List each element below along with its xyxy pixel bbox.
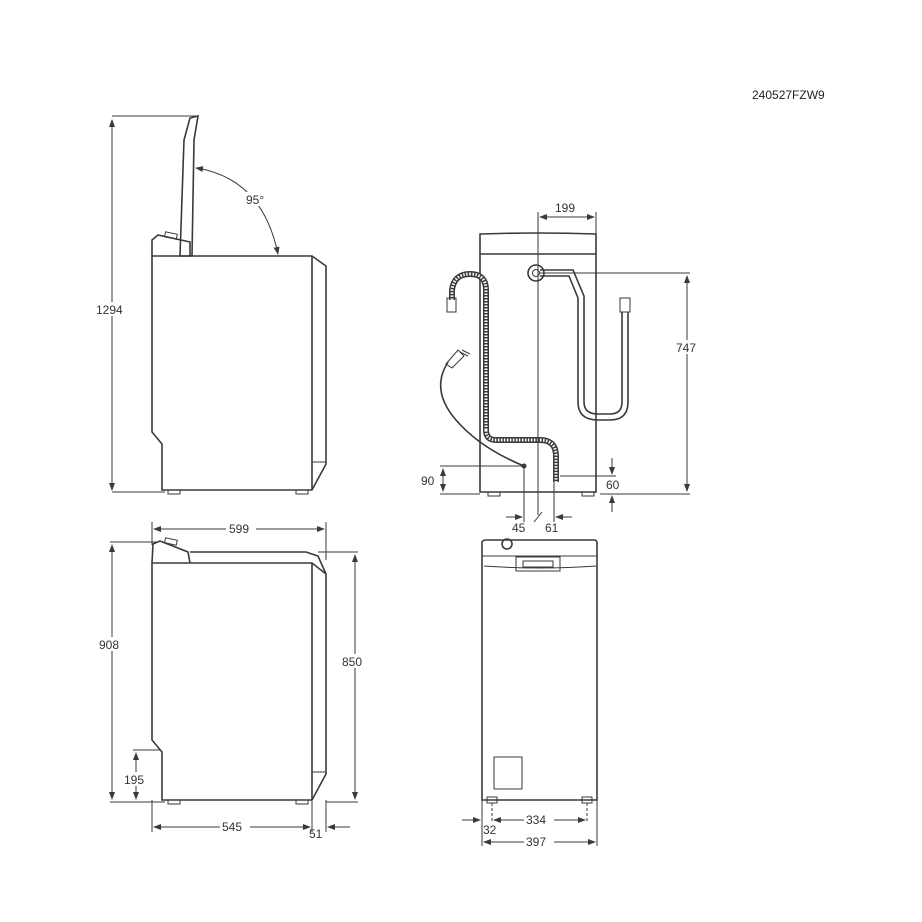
side-view-lid-open: 1294 95° (96, 114, 327, 495)
dim-drain-height: 60 (606, 478, 620, 492)
dim-drain-offset: 61 (545, 521, 559, 535)
dim-inlet-height: 747 (676, 341, 696, 355)
dim-foot-spacing: 334 (526, 813, 546, 827)
dim-cord-offset: 45 (512, 521, 526, 535)
dim-plinth-height: 195 (124, 773, 144, 787)
dim-inlet-offset: 199 (555, 201, 575, 215)
dim-width: 397 (526, 835, 546, 849)
dim-depth-total: 599 (229, 522, 249, 536)
dim-height-lid-open: 1294 (96, 303, 123, 317)
dim-foot-inset: 32 (483, 823, 497, 837)
dim-cord-height: 90 (421, 474, 435, 488)
side-view-closed: 599 908 850 195 545 51 (98, 521, 370, 841)
drawing-code: 240527FZW9 (752, 88, 825, 102)
dim-height-body: 850 (342, 655, 362, 669)
front-view: 334 32 397 (462, 538, 598, 849)
rear-view: 199 747 90 60 45 61 (421, 201, 702, 535)
dim-height-total: 908 (99, 638, 119, 652)
dim-rear-protrusion: 51 (309, 827, 323, 841)
dim-lid-angle: 95° (246, 193, 264, 207)
dim-depth-body: 545 (222, 820, 242, 834)
